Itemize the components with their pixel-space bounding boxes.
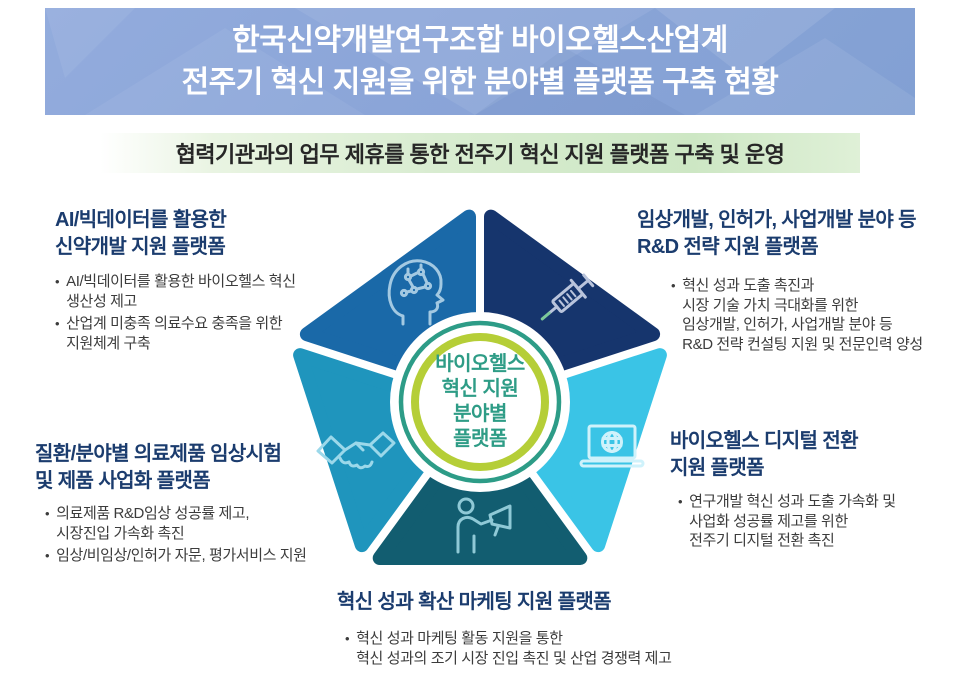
bullet-dot: • [55,274,60,289]
bullet-dot: • [45,548,50,563]
bullet-text: 산업계 미충족 의료수요 충족을 위한 지원체계 구축 [66,315,283,352]
bullet-item: • 연구개발 혁신 성과 도출 가속화 및 사업화 성공률 제고를 위한 전주기… [678,492,958,551]
header-banner: 한국신약개발연구조합 바이오헬스산업계 전주기 혁신 지원을 위한 분야별 플랫… [45,8,915,115]
center-outer-ring [398,320,562,484]
platform-bullets-rnd: • 혁신 성과 도출 촉진과 시장 기술 가치 극대화를 위한 임상개발, 인허… [671,276,959,354]
handshake-icon [316,431,396,470]
platform-bullets-digital: • 연구개발 혁신 성과 도출 가속화 및 사업화 성공률 제고를 위한 전주기… [678,492,958,551]
platform-title-ai: AI/빅데이터를 활용한 신약개발 지원 플랫폼 [55,209,227,258]
bullet-text: 연구개발 혁신 성과 도출 가속화 및 사업화 성공률 제고를 위한 전주기 디… [689,493,896,549]
bullet-dot: • [671,278,676,293]
brain-circuit-icon [387,259,445,326]
bullet-text: 의료제품 R&D임상 성공률 제고, 시장진입 가속화 촉진 [56,505,250,542]
bullet-dot: • [345,631,350,646]
platform-bullets-marketing: • 혁신 성과 마케팅 활동 지원을 통한 혁신 성과의 조기 시장 진입 촉진… [345,629,767,668]
bullet-dot: • [678,494,683,509]
platform-title-marketing: 혁신 성과 확산 마케팅 지원 플랫폼 [337,591,612,613]
laptop-globe-icon [579,424,645,468]
bullet-item: • 혁신 성과 도출 촉진과 시장 기술 가치 극대화를 위한 임상개발, 인허… [671,276,959,354]
platform-title-clinical: 질환/분야별 의료제품 임상시험 및 제품 사업화 플랫폼 [35,443,282,492]
bullet-text: AI/빅데이터를 활용한 바이오헬스 혁신 생산성 제고 [66,273,296,310]
banner-facet-decor [45,8,915,115]
page-title-line1: 한국신약개발연구조합 바이오헬스산업계 [232,23,728,57]
bullet-item: • 임상/비임상/인허가 자문, 평가서비스 지원 [45,546,357,566]
platform-block-rnd: 임상개발, 인허가, 사업개발 분야 등 R&D 전략 지원 플랫폼 • 혁신 … [637,207,959,354]
platform-title-rnd: 임상개발, 인허가, 사업개발 분야 등 R&D 전략 지원 플랫폼 [637,209,917,258]
platform-block-digital: 바이오헬스 디지털 전환 지원 플랫폼 • 연구개발 혁신 성과 도출 가속화 … [670,428,958,551]
center-inner-ring [411,333,549,471]
bullet-dot: • [45,506,50,521]
bullet-text: 혁신 성과 마케팅 활동 지원을 통한 혁신 성과의 조기 시장 진입 촉진 및… [356,630,672,667]
subtitle-band: 협력기관과의 업무 제휴를 통한 전주기 혁신 지원 플랫폼 구축 및 운영 [100,133,860,173]
subtitle-text: 협력기관과의 업무 제휴를 통한 전주기 혁신 지원 플랫폼 구축 및 운영 [175,142,785,167]
page-title: 한국신약개발연구조합 바이오헬스산업계 전주기 혁신 지원을 위한 분야별 플랫… [182,20,779,104]
syringe-icon [540,273,595,321]
bullet-item: • AI/빅데이터를 활용한 바이오헬스 혁신 생산성 제고 [55,272,360,311]
bullet-text: 혁신 성과 도출 촉진과 시장 기술 가치 극대화를 위한 임상개발, 인허가,… [682,277,923,353]
megaphone-person-icon [456,497,512,554]
bullet-item: • 혁신 성과 마케팅 활동 지원을 통한 혁신 성과의 조기 시장 진입 촉진… [345,629,767,668]
platform-bullets-clinical: • 의료제품 R&D임상 성공률 제고, 시장진입 가속화 촉진 • 임상/비임… [45,504,357,566]
page-title-line2: 전주기 혁신 지원을 위한 분야별 플랫폼 구축 현황 [181,65,779,99]
bullet-text: 임상/비임상/인허가 자문, 평가서비스 지원 [56,547,307,564]
platform-block-marketing: 혁신 성과 확산 마케팅 지원 플랫폼 • 혁신 성과 마케팅 활동 지원을 통… [337,589,767,668]
bullet-item: • 의료제품 R&D임상 성공률 제고, 시장진입 가속화 촉진 [45,504,357,543]
platform-block-clinical: 질환/분야별 의료제품 임상시험 및 제품 사업화 플랫폼 • 의료제품 R&D… [35,441,357,566]
platform-title-digital: 바이오헬스 디지털 전환 지원 플랫폼 [670,430,859,479]
bullet-dot: • [55,316,60,331]
center-label: 바이오헬스 혁신 지원 분야별 플랫폼 [435,353,525,450]
platform-bullets-ai: • AI/빅데이터를 활용한 바이오헬스 혁신 생산성 제고 • 산업계 미충족… [55,272,360,353]
platform-block-ai: AI/빅데이터를 활용한 신약개발 지원 플랫폼 • AI/빅데이터를 활용한 … [55,207,360,353]
bullet-item: • 산업계 미충족 의료수요 충족을 위한 지원체계 구축 [55,314,360,353]
